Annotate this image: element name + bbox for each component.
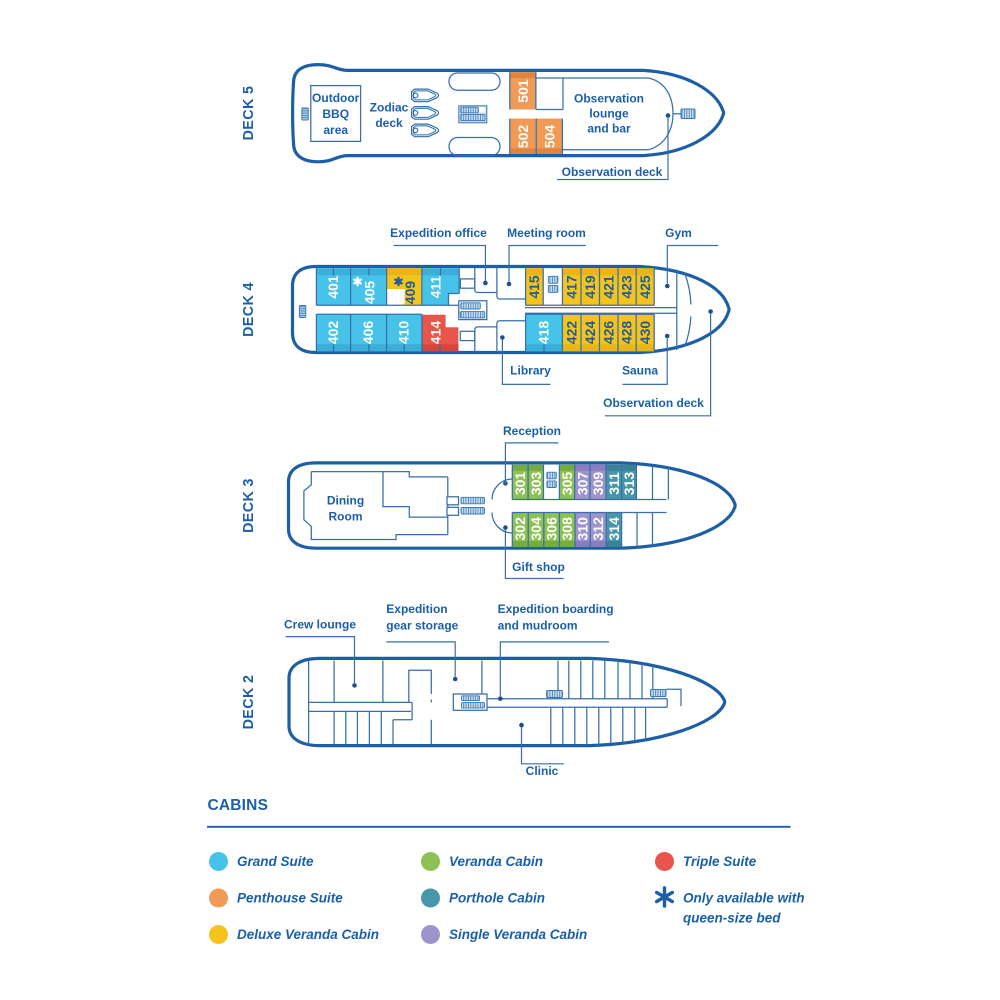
svg-text:409: 409 bbox=[402, 281, 418, 305]
svg-text:Zodiac: Zodiac bbox=[370, 101, 409, 115]
svg-text:DECK 2: DECK 2 bbox=[241, 675, 257, 730]
svg-text:gear storage: gear storage bbox=[386, 619, 458, 633]
svg-text:Penthouse Suite: Penthouse Suite bbox=[237, 891, 343, 906]
svg-text:Gift shop: Gift shop bbox=[512, 560, 565, 574]
svg-text:302: 302 bbox=[512, 517, 528, 541]
svg-text:303: 303 bbox=[528, 472, 544, 496]
svg-text:305: 305 bbox=[559, 472, 575, 496]
svg-text:Library: Library bbox=[510, 364, 551, 378]
svg-text:Deluxe Veranda Cabin: Deluxe Veranda Cabin bbox=[237, 927, 379, 942]
svg-text:410: 410 bbox=[396, 321, 412, 345]
svg-text:Expedition boarding: Expedition boarding bbox=[498, 602, 614, 616]
svg-text:307: 307 bbox=[574, 472, 590, 496]
svg-text:415: 415 bbox=[526, 275, 542, 299]
svg-text:Single Veranda Cabin: Single Veranda Cabin bbox=[449, 927, 587, 942]
svg-text:area: area bbox=[323, 123, 348, 137]
svg-text:lounge: lounge bbox=[589, 107, 629, 121]
svg-text:BBQ: BBQ bbox=[322, 107, 349, 121]
svg-text:425: 425 bbox=[637, 275, 653, 299]
svg-text:Observation: Observation bbox=[574, 92, 644, 106]
svg-text:Dining: Dining bbox=[327, 494, 364, 508]
svg-text:Only available with: Only available with bbox=[683, 891, 805, 906]
svg-text:Grand Suite: Grand Suite bbox=[237, 854, 314, 869]
svg-text:422: 422 bbox=[564, 321, 580, 345]
svg-text:421: 421 bbox=[600, 275, 616, 299]
svg-text:Triple Suite: Triple Suite bbox=[683, 854, 757, 869]
svg-text:314: 314 bbox=[606, 517, 622, 541]
svg-text:411: 411 bbox=[428, 275, 444, 298]
svg-text:Reception: Reception bbox=[503, 424, 561, 438]
svg-text:Crew lounge: Crew lounge bbox=[284, 618, 356, 632]
svg-text:424: 424 bbox=[582, 321, 598, 345]
svg-text:405: 405 bbox=[362, 281, 378, 305]
svg-text:CABINS: CABINS bbox=[208, 797, 269, 814]
svg-text:417: 417 bbox=[564, 275, 580, 299]
svg-text:Veranda Cabin: Veranda Cabin bbox=[449, 854, 543, 869]
svg-text:Expedition: Expedition bbox=[386, 602, 447, 616]
svg-text:and bar: and bar bbox=[587, 122, 631, 136]
svg-text:DECK 4: DECK 4 bbox=[241, 282, 257, 337]
svg-text:414: 414 bbox=[428, 321, 444, 345]
svg-text:418: 418 bbox=[536, 321, 552, 345]
svg-text:and mudroom: and mudroom bbox=[498, 619, 578, 633]
svg-text:304: 304 bbox=[528, 517, 544, 541]
svg-text:Sauna: Sauna bbox=[622, 364, 658, 378]
svg-text:Porthole Cabin: Porthole Cabin bbox=[449, 891, 545, 906]
svg-text:Room: Room bbox=[329, 510, 363, 524]
svg-text:502: 502 bbox=[515, 125, 531, 149]
svg-text:DECK 5: DECK 5 bbox=[241, 86, 257, 141]
svg-text:402: 402 bbox=[325, 321, 341, 345]
svg-text:312: 312 bbox=[590, 517, 606, 541]
svg-text:queen-size bed: queen-size bed bbox=[683, 911, 781, 926]
svg-text:406: 406 bbox=[360, 321, 376, 345]
svg-text:419: 419 bbox=[582, 275, 598, 299]
svg-text:423: 423 bbox=[619, 275, 635, 299]
svg-text:504: 504 bbox=[541, 125, 557, 149]
svg-text:311: 311 bbox=[606, 472, 622, 495]
svg-text:430: 430 bbox=[637, 321, 653, 345]
svg-text:DECK 3: DECK 3 bbox=[241, 478, 257, 533]
svg-text:309: 309 bbox=[590, 472, 606, 496]
svg-text:313: 313 bbox=[621, 472, 637, 496]
svg-text:310: 310 bbox=[575, 517, 591, 541]
svg-text:308: 308 bbox=[559, 517, 575, 541]
svg-text:Outdoor: Outdoor bbox=[312, 91, 360, 105]
svg-text:Observation deck: Observation deck bbox=[603, 396, 704, 410]
svg-text:501: 501 bbox=[515, 79, 531, 103]
svg-text:Clinic: Clinic bbox=[526, 764, 559, 778]
svg-text:Meeting room: Meeting room bbox=[507, 226, 586, 240]
svg-text:301: 301 bbox=[512, 472, 528, 496]
svg-text:Gym: Gym bbox=[665, 226, 692, 240]
svg-text:428: 428 bbox=[619, 321, 635, 345]
svg-text:401: 401 bbox=[325, 275, 341, 299]
svg-text:deck: deck bbox=[375, 116, 403, 130]
svg-text:306: 306 bbox=[544, 517, 560, 541]
svg-text:Expedition office: Expedition office bbox=[390, 226, 487, 240]
svg-text:426: 426 bbox=[600, 321, 616, 345]
svg-text:Observation deck: Observation deck bbox=[562, 165, 663, 179]
